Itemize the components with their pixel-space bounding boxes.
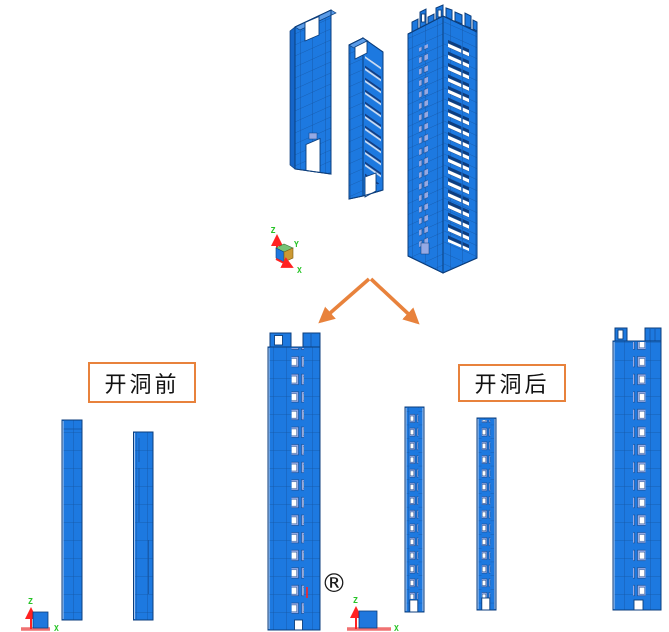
tower-left-iso [289, 9, 337, 175]
before-label-text: 开洞前 [104, 372, 180, 398]
before-label: 开洞前 [88, 362, 196, 403]
split-arrows [318, 277, 420, 325]
registered-mark: ® [321, 569, 347, 599]
axis-z-label: Z [271, 226, 276, 235]
bottom-slot [294, 619, 303, 631]
opening-column [633, 342, 646, 598]
axis-y-label: Y [294, 240, 299, 249]
axis-triad-bottom-middle: Z X [347, 596, 399, 632]
axis-x-label: X [54, 624, 59, 632]
window-ladder-right-face [448, 38, 469, 251]
view-triad-icon: Z Y X [271, 226, 302, 275]
bottom-notch [364, 172, 377, 198]
slotted-wall-2 [476, 417, 497, 611]
after-label: 开洞后 [458, 364, 566, 402]
bottom-notch [409, 599, 419, 613]
arrow-to-after [369, 277, 420, 325]
opening-column [291, 348, 304, 620]
top-notch [304, 15, 320, 42]
after-walls-thin-group [404, 406, 497, 613]
solid-wall-2 [133, 431, 154, 621]
axis-z-label: Z [353, 596, 358, 605]
axis-z-label: Z [28, 597, 33, 606]
axis-x-label: X [297, 266, 302, 275]
after-label-text: 开洞后 [474, 373, 550, 398]
axis-triad-bottom-left: Z X [21, 597, 59, 632]
tower-middle-iso [348, 37, 384, 200]
bottom-notch [633, 599, 644, 611]
after-wall-large: Z X [267, 332, 399, 632]
model-overview-group [289, 4, 478, 274]
bottom-door-notch [305, 137, 321, 174]
after-wall-far-right [612, 327, 662, 611]
top-opening [354, 40, 368, 60]
solid-wall-1 [61, 419, 83, 621]
window-column-left-face [419, 44, 428, 252]
arrow-to-before [318, 277, 371, 324]
tower-right-iso [407, 4, 478, 274]
slotted-wall-1 [404, 406, 425, 613]
before-walls-group: Z X [21, 419, 154, 632]
axis-x-label: X [394, 624, 399, 632]
bottom-notch [481, 597, 491, 611]
